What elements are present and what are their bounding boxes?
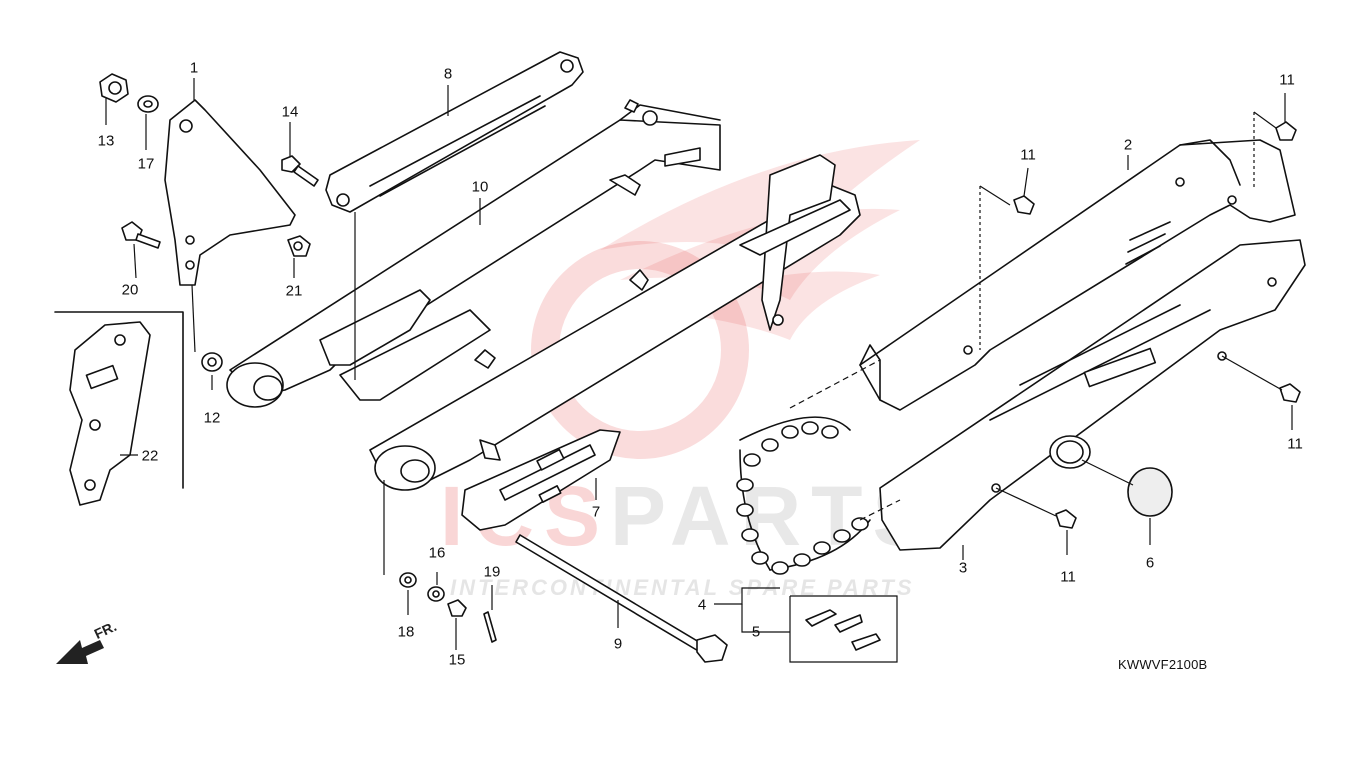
callout-21: 21	[285, 282, 303, 300]
callout-20: 20	[121, 281, 139, 299]
callout-8: 8	[443, 65, 453, 83]
diagram-code: KWWVF2100B	[1118, 657, 1208, 672]
callout-19: 19	[483, 563, 501, 581]
callout-15: 15	[448, 651, 466, 669]
callout-6: 6	[1145, 554, 1155, 572]
callout-13: 13	[97, 132, 115, 150]
callout-17: 17	[137, 155, 155, 173]
callout-11b: 11	[1020, 146, 1036, 164]
callout-14: 14	[281, 103, 299, 121]
callout-2: 2	[1123, 136, 1133, 154]
callout-16: 16	[428, 544, 446, 562]
callout-11a: 11	[1279, 71, 1295, 89]
callout-22: 22	[141, 447, 159, 465]
callout-11c: 11	[1287, 435, 1303, 453]
callout-9: 9	[613, 635, 623, 653]
callout-10: 10	[471, 178, 489, 196]
callout-5: 5	[751, 623, 761, 641]
callout-12: 12	[203, 409, 221, 427]
callout-11d: 11	[1060, 568, 1076, 586]
front-arrow-icon	[56, 640, 104, 664]
callout-3: 3	[958, 559, 968, 577]
callout-7: 7	[591, 503, 601, 521]
callout-4: 4	[697, 596, 707, 614]
callout-1: 1	[189, 59, 199, 77]
callout-18: 18	[397, 623, 415, 641]
